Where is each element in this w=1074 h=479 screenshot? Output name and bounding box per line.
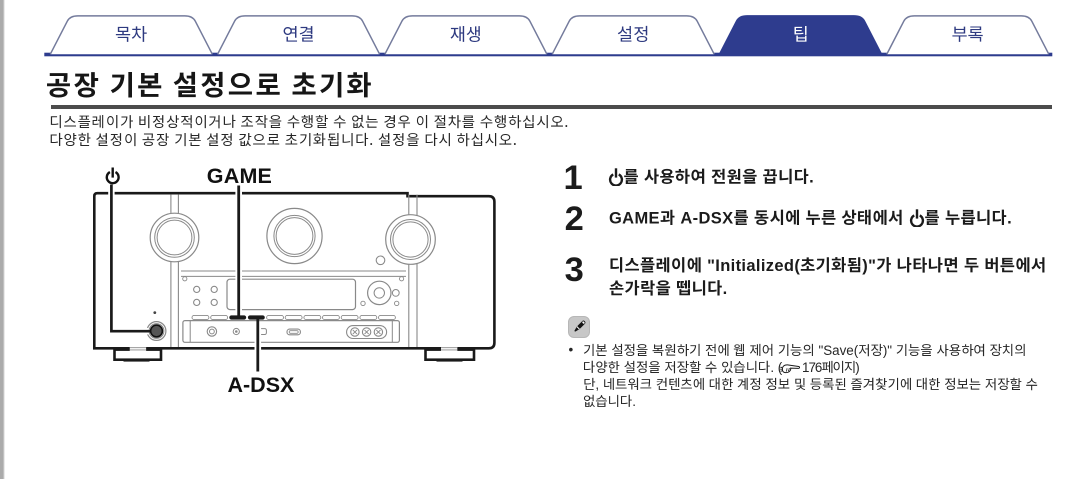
svg-text:GAME: GAME	[207, 164, 272, 188]
svg-text:목차: 목차	[115, 21, 147, 46]
svg-text:재생: 재생	[450, 21, 482, 46]
svg-text:연결: 연결	[282, 21, 314, 46]
svg-text:팁: 팁	[792, 21, 808, 46]
svg-text:A-DSX: A-DSX	[228, 373, 296, 397]
svg-text:설정: 설정	[617, 21, 649, 46]
svg-text:부록: 부록	[952, 21, 984, 46]
